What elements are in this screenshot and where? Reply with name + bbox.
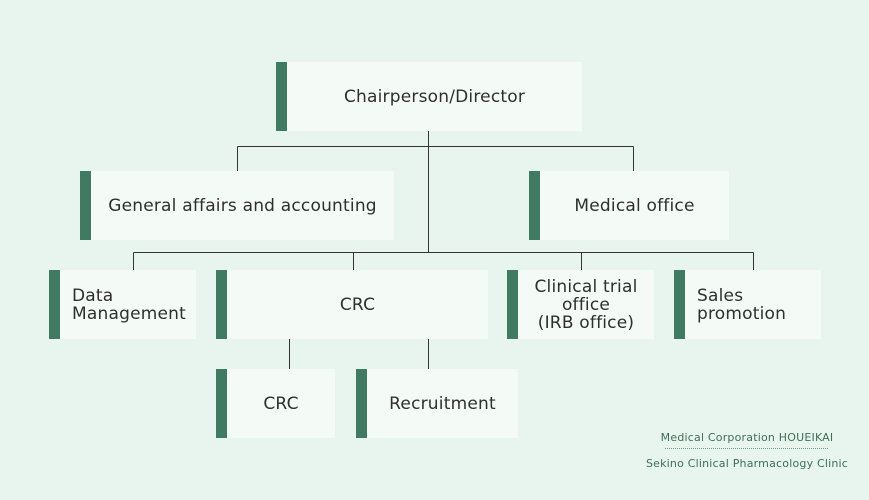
box-recruitment: Recruitment — [356, 369, 518, 438]
box-data-management: Data Management — [49, 270, 196, 339]
box-label: Sales promotion — [697, 285, 787, 324]
box-label: CRC — [263, 393, 299, 414]
box-label: CRC — [339, 294, 376, 315]
box-crc-parent: CRC — [216, 270, 488, 339]
box-chairperson-director: Chairperson/Director — [276, 62, 582, 131]
box-sales-promotion: Sales promotion — [674, 270, 821, 339]
box-label: Clinical trial office (IRB office) — [534, 276, 638, 333]
box-crc-child: CRC — [216, 369, 335, 438]
box-medical-office: Medical office — [529, 171, 729, 240]
box-label: General affairs and accounting — [108, 195, 377, 216]
box-general-affairs: General affairs and accounting — [80, 171, 394, 240]
box-label: Chairperson/Director — [343, 86, 526, 107]
box-label: Data Management — [72, 285, 186, 324]
clinic-name: Sekino Clinical Pharmacology Clinic — [645, 457, 849, 470]
box-label: Medical office — [574, 195, 695, 216]
organization-name: Medical Corporation HOUEIKAI — [660, 431, 834, 444]
box-clinical-trial-office: Clinical trial office (IRB office) — [507, 270, 654, 339]
box-label: Recruitment — [389, 393, 496, 414]
footer-divider — [665, 448, 828, 449]
